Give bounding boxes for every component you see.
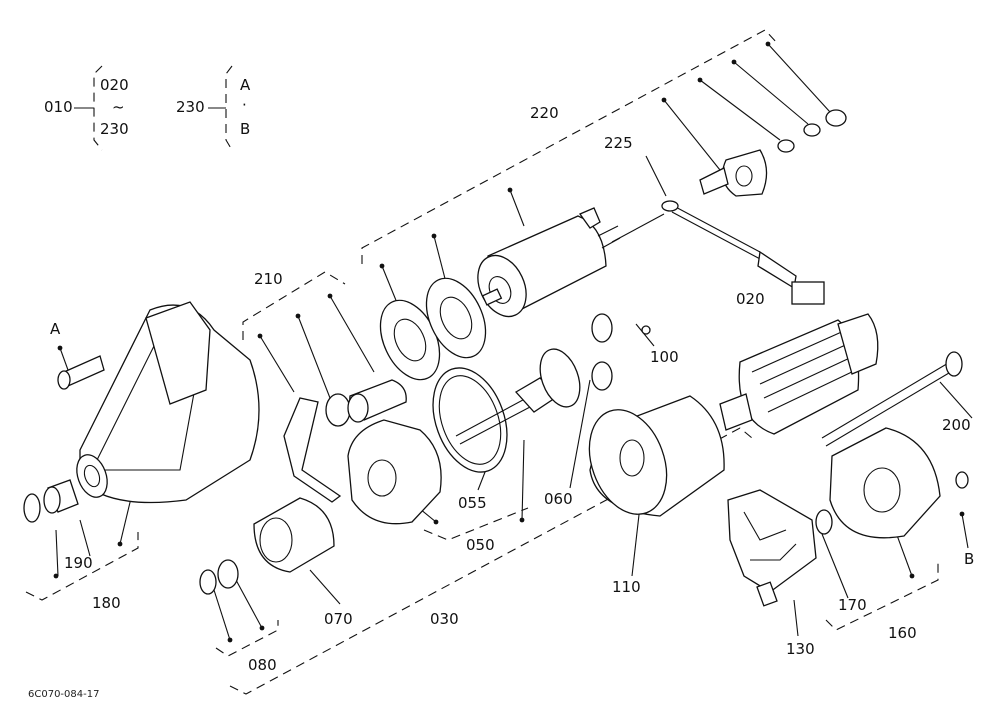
leader-dots [53, 41, 965, 643]
legend-230-dot: · [242, 96, 247, 114]
bracket-210 [242, 271, 346, 340]
callout-b: B [964, 550, 975, 568]
solenoid-220 [477, 207, 665, 318]
callout-110: 110 [612, 578, 641, 596]
legend-010-from: 020 [100, 76, 129, 94]
gaskets [379, 277, 487, 381]
callout-030: 030 [430, 610, 459, 628]
legend-ref-010: 010 [44, 98, 73, 116]
callout-225: 225 [604, 134, 633, 152]
armature-020 [719, 313, 879, 435]
callout-055: 055 [458, 494, 487, 512]
callout-210: 210 [254, 270, 283, 288]
callout-200: 200 [942, 416, 971, 434]
yoke-110 [588, 395, 725, 517]
pinion-shaft [455, 313, 651, 445]
brush-holder-130 [727, 489, 817, 607]
bracket-220 [361, 29, 779, 264]
legend-ref-230: 230 [176, 98, 205, 116]
housing-050 [347, 367, 508, 525]
callout-160: 160 [888, 624, 917, 642]
bushing-190 [23, 479, 79, 523]
callout-070: 070 [324, 610, 353, 628]
leader-lines [55, 43, 973, 641]
bracket-080 [215, 620, 279, 657]
callout-190: 190 [64, 554, 93, 572]
legend-010-to: 230 [100, 120, 129, 138]
lever-parts-210 [283, 379, 407, 503]
pinion-drive-070 [199, 497, 335, 595]
legend-brace-230 [225, 65, 233, 151]
callout-080: 080 [248, 656, 277, 674]
callout-060: 060 [544, 490, 573, 508]
bracket-180 [25, 532, 139, 601]
callout-180: 180 [92, 594, 121, 612]
callout-020: 020 [736, 290, 765, 308]
through-bolt-200 [821, 351, 963, 447]
callout-130: 130 [786, 640, 815, 658]
end-cover-160 [815, 427, 969, 539]
bracket-030 [229, 427, 753, 695]
callout-050: 050 [466, 536, 495, 554]
drive-end-frame-180 [57, 301, 260, 504]
callout-170: 170 [838, 596, 867, 614]
legend-010-tilde: ~ [112, 98, 125, 116]
drawing-code: 6C070-084-17 [28, 689, 100, 700]
callout-100: 100 [650, 348, 679, 366]
group-brackets [25, 29, 939, 695]
callout-220: 220 [530, 104, 559, 122]
callout-a: A [50, 320, 61, 338]
bracket-160 [825, 562, 939, 631]
lever-assembly-225 [661, 109, 847, 305]
legend-230-a: A [240, 76, 251, 94]
legend-brace-010 [93, 65, 103, 151]
bracket-050 [423, 507, 529, 541]
legend-230-b: B [240, 120, 251, 138]
